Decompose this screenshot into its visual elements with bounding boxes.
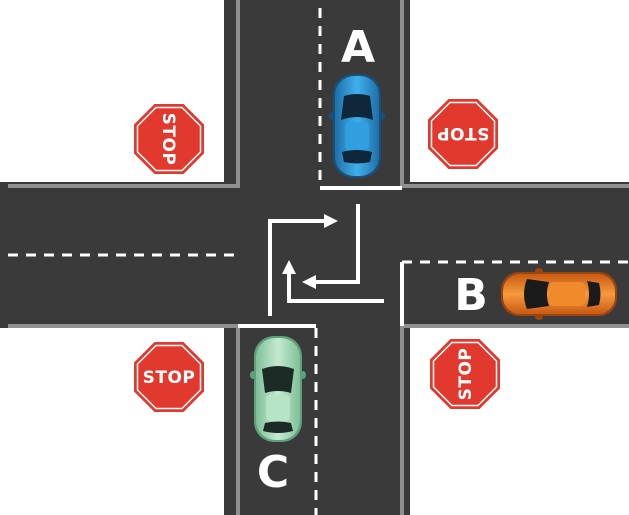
stop-sign-label: STOP <box>437 123 490 143</box>
stop-sign-nw: STOP <box>129 99 209 179</box>
label-a: A <box>341 22 375 73</box>
stop-sign-label: STOP <box>143 368 196 388</box>
turn-arrows <box>268 204 384 316</box>
arrow-east-to-north <box>287 270 384 303</box>
arrow-south-to-east <box>268 219 328 316</box>
label-b: B <box>454 270 488 321</box>
label-c: C <box>257 447 289 498</box>
car-b <box>501 268 617 320</box>
stop-sign-sw: STOP <box>129 337 209 417</box>
stop-sign-label: STOP <box>158 113 178 166</box>
lane-markings <box>8 8 629 515</box>
arrow-north-to-west <box>312 204 360 284</box>
stop-sign-se: STOP <box>425 334 505 414</box>
car-c <box>250 336 306 442</box>
stop-sign-label: STOP <box>456 348 476 401</box>
car-a <box>329 74 385 178</box>
stop-sign-ne: STOP <box>423 94 503 174</box>
